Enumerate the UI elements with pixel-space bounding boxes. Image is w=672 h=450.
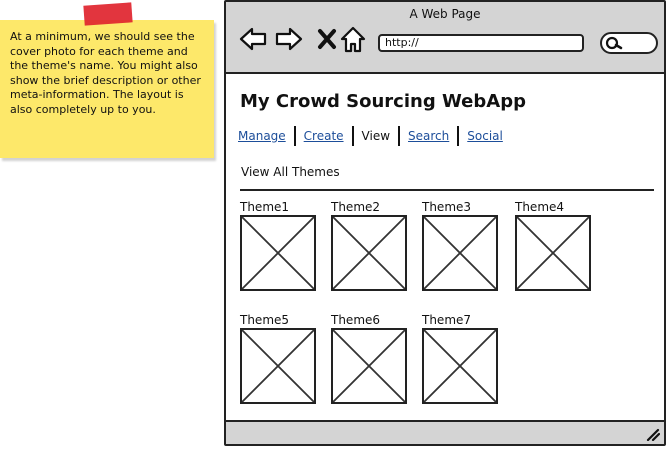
nav-link-view[interactable]: View	[361, 129, 391, 143]
theme-cover-image[interactable]	[331, 215, 407, 291]
resize-grip-icon[interactable]	[646, 427, 660, 441]
image-placeholder-icon	[242, 330, 314, 402]
sticky-note-text: At a minimum, we should see the cover ph…	[10, 30, 201, 116]
theme-cover-image[interactable]	[515, 215, 591, 291]
theme-card[interactable]: Theme6	[331, 313, 411, 404]
theme-card[interactable]: Theme5	[240, 313, 320, 404]
nav-link-manage[interactable]: Manage	[238, 129, 286, 143]
browser-window: A Web Page http:// My Crowd Sourcing Web…	[224, 0, 666, 446]
theme-name: Theme3	[422, 200, 472, 214]
nav-separator	[351, 126, 354, 146]
theme-card[interactable]: Theme3	[422, 200, 502, 291]
theme-card[interactable]: Theme2	[331, 200, 411, 291]
sticky-note-tape	[83, 2, 133, 26]
nav-link-social[interactable]: Social	[467, 129, 503, 143]
section-heading: View All Themes	[241, 165, 340, 179]
page-title: My Crowd Sourcing WebApp	[240, 91, 526, 112]
main-nav: Manage Create View Search Social	[238, 126, 511, 146]
window-title: A Web Page	[409, 7, 481, 21]
home-icon[interactable]	[338, 24, 368, 54]
theme-name: Theme5	[240, 313, 290, 327]
browser-statusbar	[226, 420, 664, 444]
search-icon	[605, 36, 623, 50]
nav-link-create[interactable]: Create	[303, 129, 344, 143]
theme-name: Theme2	[331, 200, 381, 214]
back-arrow-icon[interactable]	[238, 24, 268, 54]
nav-separator	[293, 126, 296, 146]
image-placeholder-icon	[517, 217, 589, 289]
theme-card[interactable]: Theme1	[240, 200, 320, 291]
image-placeholder-icon	[333, 330, 405, 402]
image-placeholder-icon	[333, 217, 405, 289]
page-content: My Crowd Sourcing WebApp Manage Create V…	[226, 74, 664, 422]
theme-card[interactable]: Theme4	[515, 200, 595, 291]
theme-cover-image[interactable]	[240, 215, 316, 291]
image-placeholder-icon	[424, 330, 496, 402]
nav-separator	[398, 126, 401, 146]
theme-card[interactable]: Theme7	[422, 313, 502, 404]
browser-titlebar: A Web Page http://	[226, 2, 664, 74]
theme-name: Theme1	[240, 200, 290, 214]
theme-cover-image[interactable]	[240, 328, 316, 404]
nav-link-search[interactable]: Search	[408, 129, 450, 143]
theme-cover-image[interactable]	[422, 328, 498, 404]
image-placeholder-icon	[424, 217, 496, 289]
url-input[interactable]: http://	[378, 34, 584, 52]
theme-name: Theme4	[515, 200, 565, 214]
sticky-note: At a minimum, we should see the cover ph…	[0, 20, 214, 158]
image-placeholder-icon	[242, 217, 314, 289]
section-divider	[240, 189, 654, 191]
theme-name: Theme6	[331, 313, 381, 327]
theme-cover-image[interactable]	[422, 215, 498, 291]
theme-cover-image[interactable]	[331, 328, 407, 404]
forward-arrow-icon[interactable]	[274, 24, 304, 54]
close-x-icon[interactable]	[312, 24, 342, 54]
nav-separator	[457, 126, 460, 146]
theme-name: Theme7	[422, 313, 472, 327]
browser-search-input[interactable]	[600, 32, 658, 54]
